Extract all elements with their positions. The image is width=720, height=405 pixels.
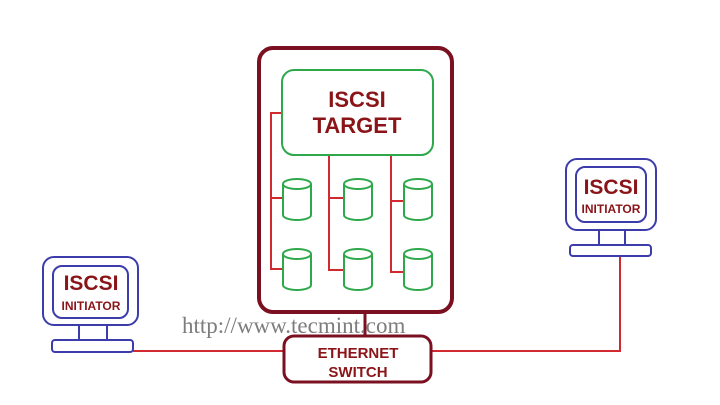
target-label-line1: ISCSI bbox=[328, 87, 385, 112]
link-target-left-bus bbox=[270, 112, 283, 270]
disk-cylinder-icon bbox=[402, 248, 433, 291]
initiator-left bbox=[42, 256, 139, 353]
initiator-right-line2: INITIATOR bbox=[582, 202, 641, 216]
watermark: http://www.tecmint.com bbox=[182, 313, 405, 338]
target-label-line2: TARGET bbox=[313, 113, 402, 138]
link-target-middle-bus bbox=[328, 155, 344, 271]
ethernet-switch bbox=[282, 334, 433, 384]
link-right-initiator-switch bbox=[431, 256, 621, 352]
disk-cylinder-icon bbox=[342, 178, 373, 221]
switch-label-line1: ETHERNET bbox=[318, 345, 399, 362]
initiator-left-line2: INITIATOR bbox=[62, 299, 121, 313]
initiator-right bbox=[565, 158, 657, 257]
link-target-right-bus bbox=[390, 155, 404, 273]
initiator-left-line1: ISCSI bbox=[64, 272, 119, 295]
disk-cylinder-icon bbox=[342, 248, 373, 291]
switch-label-line2: SWITCH bbox=[328, 364, 387, 381]
disk-cylinder-icon bbox=[281, 178, 312, 221]
iscsi-target-box bbox=[281, 69, 434, 156]
initiator-right-line1: ISCSI bbox=[584, 176, 639, 199]
storage-server bbox=[257, 46, 454, 314]
disk-cylinder-icon bbox=[402, 178, 433, 221]
disk-cylinder-icon bbox=[281, 248, 312, 291]
